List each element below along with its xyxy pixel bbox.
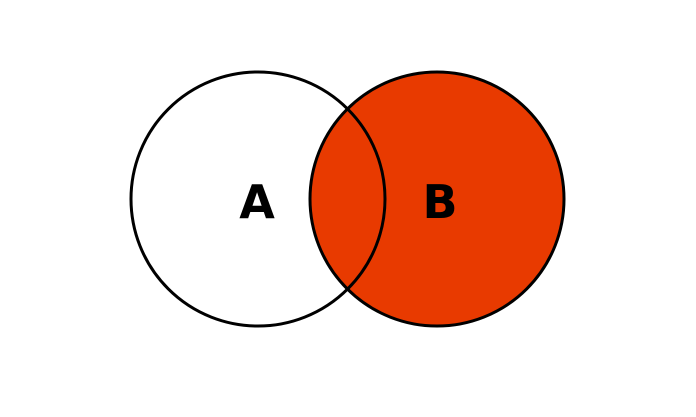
set-b-label: B: [422, 175, 457, 229]
set-a-circle: [129, 70, 387, 328]
set-a-label: A: [239, 175, 275, 229]
set-b-circle: [308, 70, 566, 328]
